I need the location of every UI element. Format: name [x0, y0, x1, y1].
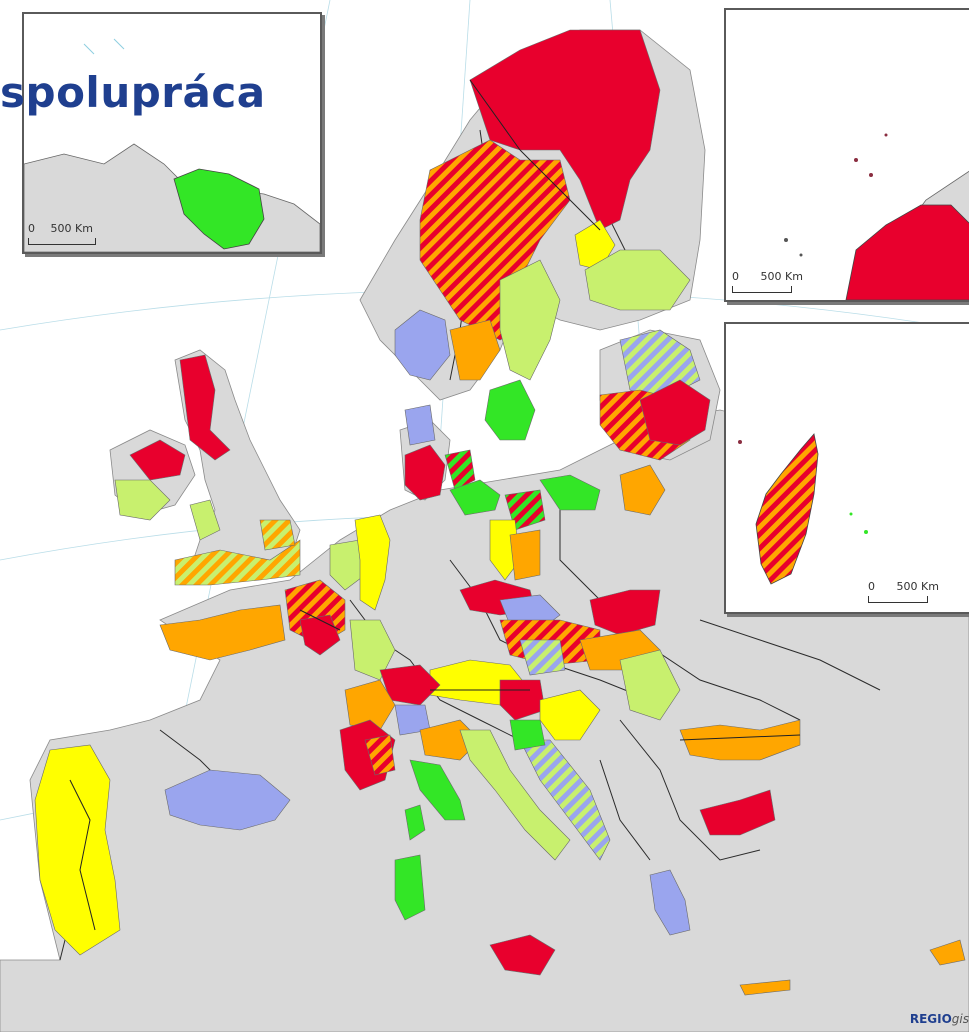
scale-zero: 0	[28, 222, 35, 235]
area-gr-lavender	[649, 869, 691, 936]
area-denmark-hatch	[444, 449, 476, 491]
area-pl-north-green	[539, 474, 601, 511]
area-baltic-red	[639, 379, 711, 446]
area-scotland-red	[179, 354, 231, 461]
area-ch-orange	[344, 679, 396, 731]
scale-bar: 0 500 Km	[28, 222, 96, 245]
scale-bar: 0 500 Km	[732, 270, 803, 293]
region-borders	[69, 79, 801, 931]
area-pl-south-red	[589, 589, 661, 636]
area-crete-orange	[739, 979, 791, 996]
scale-label: 500 Km	[896, 580, 939, 593]
area-corsica-green	[404, 804, 426, 841]
area-sweden-green	[484, 379, 536, 441]
area-de-yellow	[354, 514, 391, 611]
area-spain-lavender	[164, 769, 291, 831]
atlantic-islands-map	[784, 133, 969, 300]
area-si-green	[509, 719, 546, 751]
map-title: spolupráca	[0, 68, 266, 117]
area-central-lavhatch	[519, 639, 566, 676]
french-guiana-map	[24, 38, 320, 252]
french-guiana-inset: 0 500 Km	[22, 12, 322, 254]
area-sicily-red	[489, 934, 556, 976]
area-cyprus-orange	[929, 939, 966, 966]
area-it-adriatic-hatched	[519, 739, 611, 861]
area-sardinia-green	[394, 854, 426, 921]
area-ro-lightgreen	[619, 649, 681, 721]
area-fr-it-hatched	[364, 734, 396, 776]
area-ni-red	[129, 439, 186, 481]
credit-italic: gis	[951, 1012, 969, 1026]
area-it-lightgreen	[459, 729, 571, 861]
area-north-red	[469, 29, 661, 231]
area-portugal-yellow	[34, 744, 121, 956]
indian-ocean-inset: 0 500 Km	[724, 322, 969, 614]
area-wales-lightgreen	[189, 499, 221, 541]
credit-strong: REGIO	[909, 1012, 952, 1026]
area-bg-orange	[679, 719, 801, 761]
programme-areas	[34, 29, 966, 996]
area-sweden-lightgreen	[499, 259, 561, 381]
area-de-pl-orange	[509, 529, 541, 581]
area-de-north-green	[449, 479, 501, 516]
area-finland-lightgreen	[584, 249, 691, 311]
area-gr-red	[699, 789, 776, 836]
indian-ocean-map	[738, 433, 868, 585]
scale-bar: 0 500 Km	[868, 580, 939, 603]
area-ireland-lightgreen	[114, 479, 171, 521]
area-de-lightgreen-west	[349, 619, 396, 681]
area-norway-coast-lavender	[404, 404, 436, 446]
area-sweden-orange	[449, 319, 501, 381]
area-nl-lightgreen	[329, 539, 366, 591]
scale-label: 500 Km	[50, 222, 93, 235]
regiogis-credit: REGIOgis	[910, 1012, 969, 1026]
area-lithuania-orange	[619, 464, 666, 516]
scale-label: 500 Km	[760, 270, 803, 283]
area-norway-lavender	[394, 309, 451, 381]
area-uk-south-hatched	[174, 539, 301, 586]
azores-canaries-inset: 0 500 Km	[724, 8, 969, 302]
scale-zero: 0	[868, 580, 875, 593]
scale-zero: 0	[732, 270, 739, 283]
area-uk-se-hatched	[259, 519, 296, 551]
area-fr-brittany-orange	[159, 604, 286, 661]
area-denmark-red	[404, 444, 446, 501]
area-it-coast-green	[409, 759, 466, 821]
